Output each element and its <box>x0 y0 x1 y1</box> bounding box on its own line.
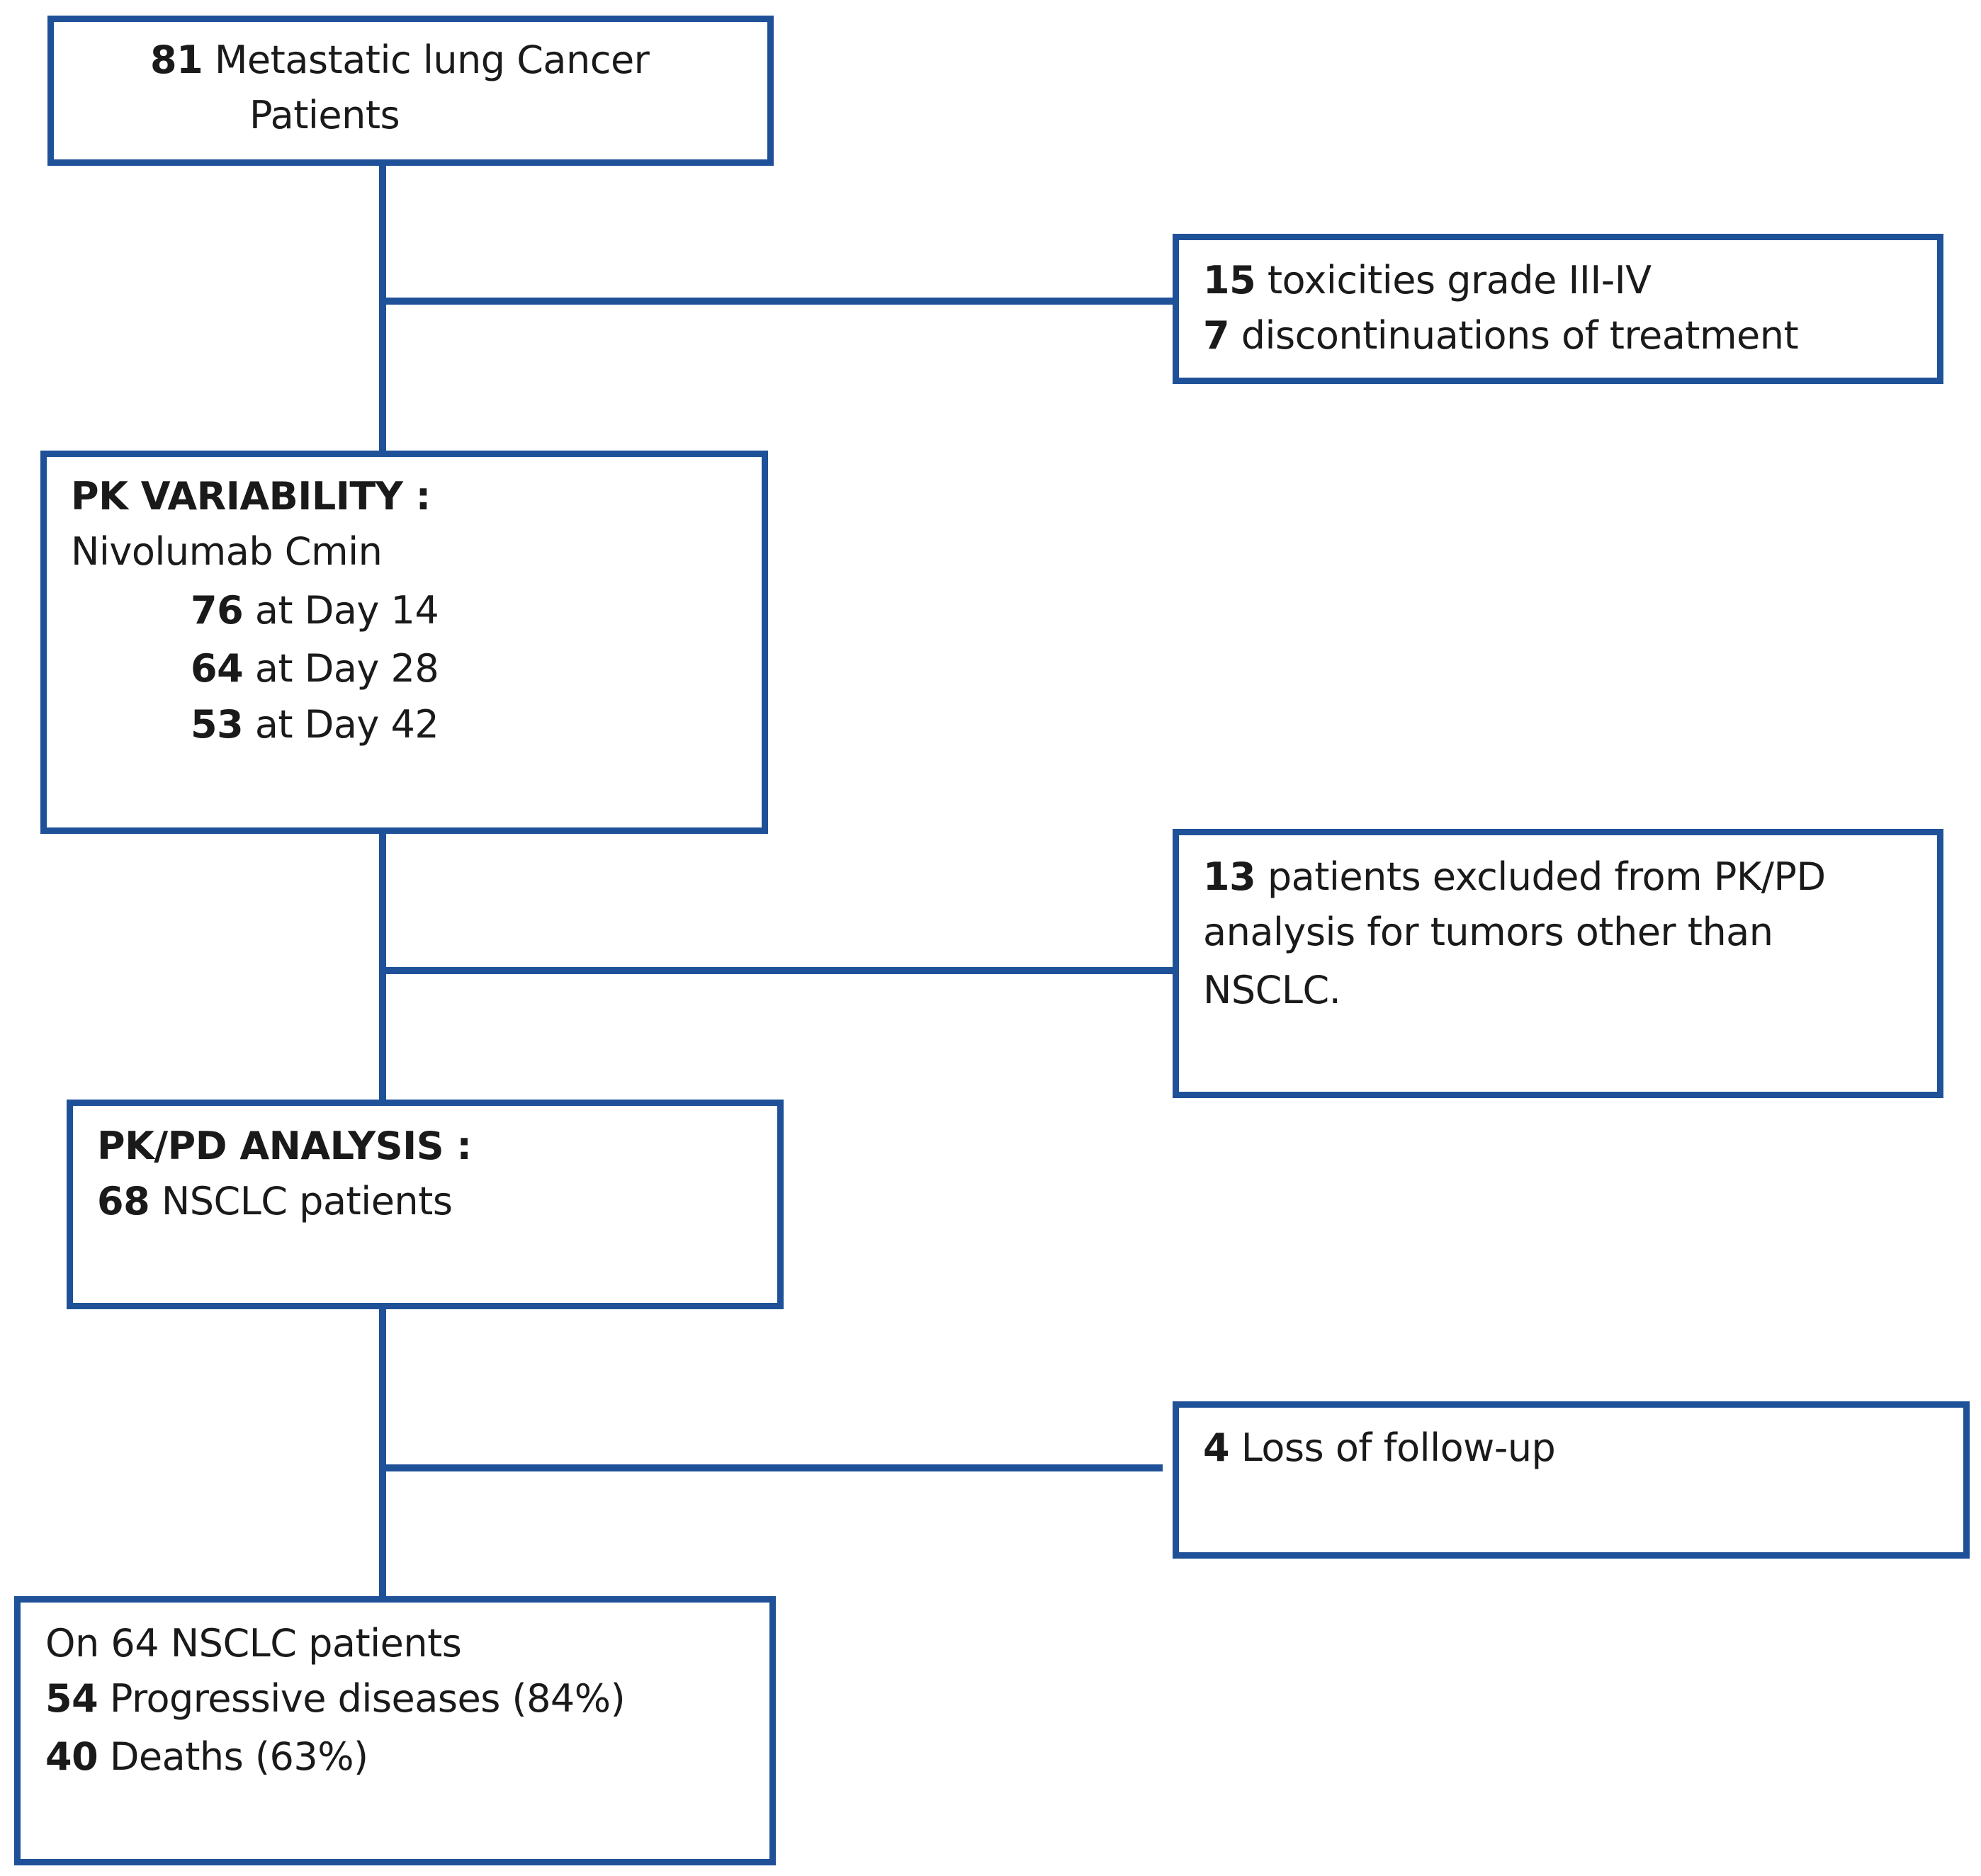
loss-followup-line: 4 Loss of follow-up <box>1203 1420 1556 1476</box>
excluded-line3: NSCLC. <box>1203 968 1341 1012</box>
deaths-label: Deaths (63%) <box>109 1734 368 1779</box>
pkpd-label: NSCLC patients <box>161 1179 453 1224</box>
pk-variability-box <box>40 451 768 834</box>
branch-connector-1 <box>379 298 1175 305</box>
enrolled-count: 81 <box>150 38 203 82</box>
cmin-day14-label: at Day 14 <box>254 588 439 633</box>
pkpd-patients-line: 68 NSCLC patients <box>97 1173 453 1230</box>
enrolled-patients-box <box>47 16 774 166</box>
cmin-day42-count: 53 <box>191 702 244 747</box>
loss-followup-label: Loss of follow-up <box>1241 1425 1556 1470</box>
pk-variability-subheading: Nivolumab Cmin <box>71 529 383 574</box>
cmin-day42-line: 53 at Day 42 <box>191 696 439 753</box>
excluded-label: patients excluded from PK/PD <box>1267 854 1826 899</box>
cmin-day28-count: 64 <box>191 646 244 691</box>
enrolled-patients-line2: Patients <box>249 93 400 137</box>
toxicity-count: 15 <box>1203 258 1256 303</box>
outcome-line1: On 64 NSCLC patients <box>45 1621 462 1666</box>
excluded-box <box>1173 829 1943 1098</box>
discontinuation-count: 7 <box>1203 313 1230 358</box>
deaths-count: 40 <box>45 1734 98 1779</box>
main-vertical-connector-2 <box>379 798 386 1102</box>
discontinuation-line: 7 discontinuations of treatment <box>1203 307 1799 364</box>
cmin-day28-label: at Day 28 <box>254 646 439 691</box>
branch-connector-2 <box>379 967 1175 974</box>
toxicity-line: 15 toxicities grade III-IV <box>1203 252 1652 309</box>
excluded-count: 13 <box>1203 854 1256 899</box>
toxicity-label: toxicities grade III-IV <box>1267 258 1652 303</box>
outcome-box <box>14 1596 776 1865</box>
main-vertical-connector-3 <box>379 1296 386 1601</box>
outcome-deaths-line: 40 Deaths (63%) <box>45 1729 368 1785</box>
cmin-day42-label: at Day 42 <box>254 702 439 747</box>
enrolled-label: Metastatic lung Cancer <box>214 38 650 82</box>
cmin-day14-count: 76 <box>191 588 244 633</box>
branch-connector-3 <box>379 1464 1163 1471</box>
outcome-progression-line: 54 Progressive diseases (84%) <box>45 1671 626 1727</box>
discontinuation-label: discontinuations of treatment <box>1241 313 1799 358</box>
pkpd-count: 68 <box>97 1179 150 1224</box>
excluded-line1: 13 patients excluded from PK/PD <box>1203 849 1826 905</box>
cmin-day14-line: 76 at Day 14 <box>191 582 439 639</box>
excluded-line2: analysis for tumors other than <box>1203 910 1773 954</box>
pkpd-analysis-box <box>67 1100 784 1309</box>
loss-followup-count: 4 <box>1203 1425 1230 1470</box>
enrolled-patients-line1: 81 Metastatic lung Cancer <box>150 32 650 89</box>
pk-variability-heading: PK VARIABILITY : <box>71 474 431 519</box>
progression-count: 54 <box>45 1676 98 1721</box>
loss-followup-box <box>1173 1401 1970 1559</box>
cmin-day28-line: 64 at Day 28 <box>191 640 439 697</box>
pkpd-analysis-heading: PK/PD ANALYSIS : <box>97 1124 472 1168</box>
toxicity-box <box>1173 234 1943 384</box>
progression-label: Progressive diseases (84%) <box>109 1676 626 1721</box>
